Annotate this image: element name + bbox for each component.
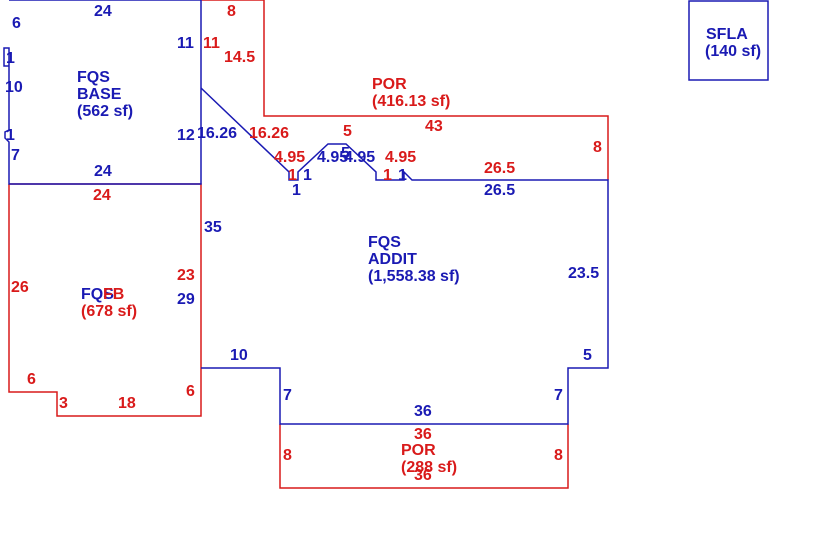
- sfla-box: [688, 0, 769, 81]
- dim-label: 11: [177, 35, 194, 52]
- porch-top-outline: [201, 0, 609, 180]
- dim-label: 36: [414, 403, 432, 420]
- dim-label: 18: [118, 395, 136, 412]
- dim-label: 6: [12, 15, 21, 32]
- dim-label: 24: [94, 3, 112, 20]
- dim-label: 8: [227, 3, 236, 20]
- dim-label: 35: [204, 219, 222, 236]
- dim-label: 24: [93, 187, 111, 204]
- dim-label: 26.5: [484, 182, 516, 199]
- dim-label: 1: [383, 167, 392, 184]
- dim-label: 1: [6, 50, 15, 67]
- dim-label: 4.95: [317, 149, 349, 166]
- dim-label: 8: [283, 447, 292, 464]
- porch-bottom-outline: [279, 424, 569, 489]
- dim-label: 7: [283, 387, 292, 404]
- dim-label: 12: [177, 127, 195, 144]
- dim-label: 1: [303, 167, 312, 184]
- dim-label: 4.95: [344, 149, 376, 166]
- dim-label: 1: [292, 182, 301, 199]
- dim-label: 3: [59, 395, 68, 412]
- dim-label: 36: [414, 426, 432, 443]
- fqs-fb-name-a: FQS: [81, 286, 114, 303]
- dim-label: 11: [203, 35, 220, 52]
- addit-label: FQS ADDIT (1,558.38 sf): [368, 234, 460, 285]
- porch-top-label: POR (416.13 sf): [372, 76, 451, 110]
- dim-label: 4.95: [274, 149, 306, 166]
- dim-label: 1: [288, 167, 297, 184]
- dim-label: 4.95: [385, 149, 417, 166]
- dim-label: 7: [554, 387, 563, 404]
- dim-label: 5: [341, 145, 350, 162]
- dim-label: 7: [11, 147, 20, 164]
- dim-label: 26.5: [484, 160, 516, 177]
- dim-label: 10: [5, 79, 23, 96]
- dim-label: 14.5: [224, 49, 256, 66]
- dim-label: 5: [343, 123, 352, 140]
- base-label: FQS BASE (562 sf): [77, 69, 134, 120]
- dim-label: 6: [186, 383, 195, 400]
- dim-label: 8: [554, 447, 563, 464]
- dim-label: 8: [593, 139, 602, 156]
- dim-label: 29: [177, 291, 195, 308]
- porch-bottom-label: POR (288 sf): [401, 442, 458, 476]
- fqs-addit-outline: [200, 87, 609, 425]
- dim-label: 36: [414, 467, 432, 484]
- dim-label: 10: [230, 347, 248, 364]
- dim-label: 6: [27, 371, 36, 388]
- fqs-fb-label: FQS FB (678 sf): [81, 286, 138, 320]
- dim-label: 26: [11, 279, 29, 296]
- dim-label: 23: [177, 267, 195, 284]
- dim-label: 43: [425, 118, 443, 135]
- dim-label: 16.26: [197, 125, 238, 142]
- dim-label: 1: [398, 167, 407, 184]
- dim-label: 5: [583, 347, 592, 364]
- sfla-label: SFLA (140 sf): [705, 26, 762, 60]
- dim-label: 24: [94, 163, 112, 180]
- fqs-base-outline: [3, 0, 202, 185]
- dim-label: 23.5: [568, 265, 600, 282]
- fqs-fb-name-b: FB: [103, 286, 125, 303]
- dim-label: 16.26: [249, 125, 290, 142]
- dim-label: 1: [6, 127, 15, 144]
